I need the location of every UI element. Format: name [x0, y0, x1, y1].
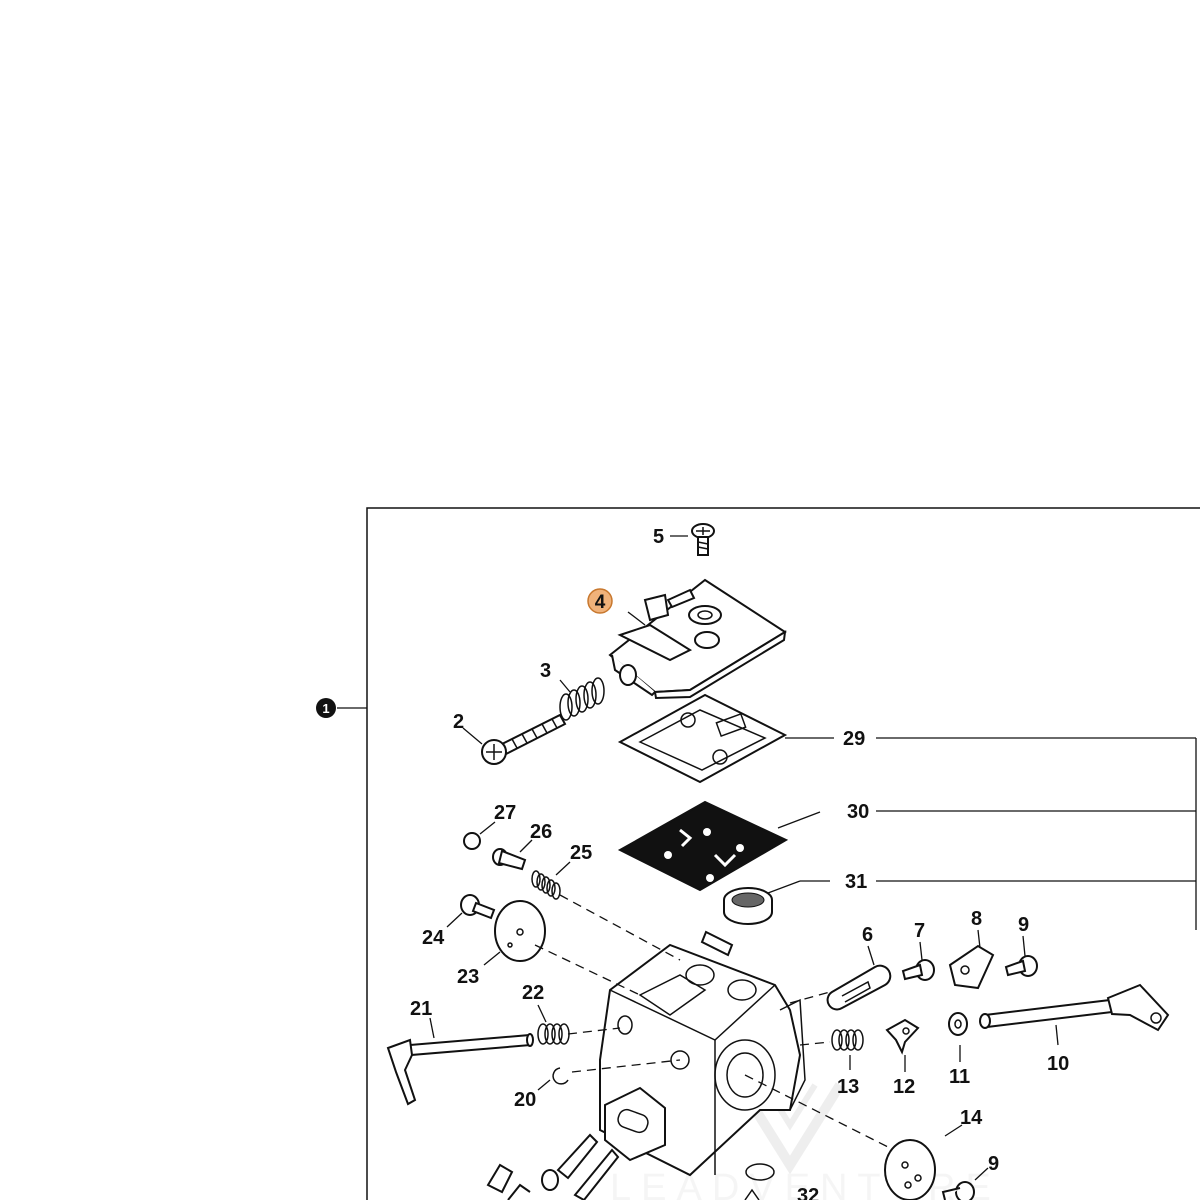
- label-27[interactable]: 27: [494, 802, 516, 824]
- part-2-screw[interactable]: [462, 713, 567, 765]
- carburetor-body[interactable]: [599, 930, 806, 1177]
- part-10-choke-shaft[interactable]: [979, 983, 1170, 1046]
- label-9-lower[interactable]: 9: [988, 1153, 999, 1175]
- part-23-disc[interactable]: [483, 900, 546, 966]
- part-21-shaft[interactable]: [386, 1017, 534, 1106]
- label-9-upper[interactable]: 9: [1018, 914, 1029, 936]
- part-12-detent[interactable]: [885, 1018, 920, 1072]
- label-11[interactable]: 11: [949, 1066, 970, 1088]
- part-25-spring[interactable]: [531, 861, 571, 900]
- part-22-spring[interactable]: [537, 1004, 570, 1045]
- part-20-clip[interactable]: [537, 1067, 569, 1091]
- part-30-diaphragm[interactable]: [617, 800, 821, 892]
- label-30[interactable]: 30: [847, 801, 869, 823]
- part-31-strainer[interactable]: [723, 880, 830, 925]
- label-26[interactable]: 26: [530, 821, 552, 843]
- label-8[interactable]: 8: [971, 908, 982, 930]
- label-6[interactable]: 6: [862, 924, 873, 946]
- label-7[interactable]: 7: [914, 920, 925, 942]
- assembly-frame: [366, 507, 1200, 1200]
- part-7-screw[interactable]: [901, 941, 935, 981]
- part-26-pin[interactable]: [492, 839, 533, 871]
- assembly-callout-label: 1: [322, 701, 329, 716]
- assembly-lines: [534, 894, 891, 1149]
- part-32-oring[interactable]: [744, 1163, 775, 1200]
- label-22[interactable]: 22: [522, 982, 544, 1004]
- label-21[interactable]: 21: [410, 998, 432, 1020]
- part-13-spring[interactable]: [831, 1029, 864, 1070]
- label-5[interactable]: 5: [653, 526, 664, 548]
- label-23[interactable]: 23: [457, 966, 479, 988]
- part-14-diaphragm[interactable]: [884, 1124, 963, 1200]
- label-4-highlighted[interactable]: 4: [587, 588, 613, 614]
- label-10[interactable]: 10: [1047, 1053, 1069, 1075]
- part-27-ball[interactable]: [463, 821, 496, 850]
- label-25[interactable]: 25: [570, 842, 592, 864]
- assembly-callout-1[interactable]: 1: [316, 698, 367, 718]
- part-4-pump-cover[interactable]: [608, 578, 787, 700]
- label-14[interactable]: 14: [960, 1107, 983, 1129]
- label-32[interactable]: 32: [797, 1185, 819, 1200]
- label-13[interactable]: 13: [837, 1076, 859, 1098]
- adjusting-screws[interactable]: [486, 1133, 620, 1200]
- part-29-gasket[interactable]: [617, 693, 834, 784]
- part-11-washer[interactable]: [948, 1012, 968, 1062]
- label-2[interactable]: 2: [453, 711, 464, 733]
- label-4-text: 4: [595, 592, 606, 613]
- label-24[interactable]: 24: [422, 927, 445, 949]
- callout-labels: 5 3 2 29 30 31 27 26 25 24 23 21 22 20 6…: [410, 526, 1069, 1200]
- label-29[interactable]: 29: [843, 728, 865, 750]
- part-3-spring[interactable]: [559, 677, 605, 721]
- part-8-choke-lever[interactable]: [948, 929, 995, 990]
- label-3[interactable]: 3: [540, 660, 551, 682]
- part-24-screw[interactable]: [446, 894, 496, 928]
- label-20[interactable]: 20: [514, 1089, 536, 1111]
- part-9-screw-upper[interactable]: [1004, 935, 1038, 977]
- kit-bracket: [876, 737, 1197, 930]
- part-6-lever[interactable]: [826, 945, 892, 1011]
- part-5-screw[interactable]: [670, 523, 715, 556]
- label-31[interactable]: 31: [845, 871, 867, 893]
- part-9-screw-lower[interactable]: [941, 1167, 989, 1200]
- label-12[interactable]: 12: [893, 1076, 915, 1098]
